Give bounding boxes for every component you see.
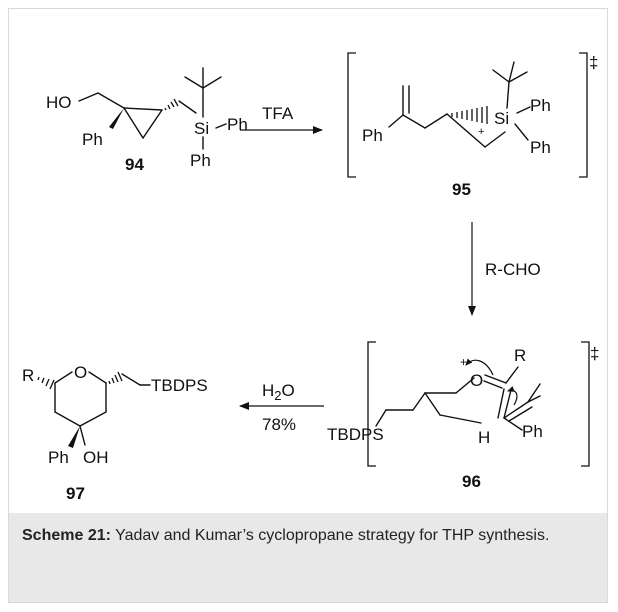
arrow-step2: R-CHO xyxy=(468,222,541,316)
c95-si-ph1: Ph xyxy=(530,96,551,115)
c94-phenyl: Ph xyxy=(82,130,103,149)
compound-number-94: 94 xyxy=(125,155,144,174)
c95-si-ph2: Ph xyxy=(530,138,551,157)
c95-phenyl: Ph xyxy=(362,126,383,145)
c97-hydroxyl: OH xyxy=(83,448,109,467)
compound-number-96: 96 xyxy=(462,472,481,491)
c97-phenyl: Ph xyxy=(48,448,69,467)
c94-si-ph2: Ph xyxy=(190,151,211,170)
compound-96: ‡ TBDPS + O R Ph H 96 xyxy=(327,341,599,491)
c96-oxygen: O xyxy=(470,371,483,390)
ts-mark-96: ‡ xyxy=(590,344,599,363)
c94-si-ph1: Ph xyxy=(227,115,248,134)
caption-text: Yadav and Kumar’s cyclopropane strategy … xyxy=(110,527,550,544)
c95-charge: + xyxy=(478,126,484,138)
reagent-tfa: TFA xyxy=(262,104,294,123)
step3-yield: 78% xyxy=(262,415,296,434)
compound-97: R O TBDPS Ph OH 97 xyxy=(22,363,208,503)
c96-r: R xyxy=(514,346,526,365)
compound-number-95: 95 xyxy=(452,180,471,199)
c95-silicon: Si xyxy=(494,109,509,128)
arrow-step1: TFA xyxy=(240,104,323,134)
scheme-frame xyxy=(8,8,608,603)
c96-charge: + xyxy=(460,355,467,369)
c96-phenyl: Ph xyxy=(522,422,543,441)
compound-94: HO Ph Si Ph Ph 94 xyxy=(46,67,248,174)
reagent-rcho: R-CHO xyxy=(485,260,541,279)
reagent-water: H2O xyxy=(262,381,295,403)
compound-95: ‡ Ph + Si Ph Ph 95 xyxy=(347,52,598,199)
c97-tbdps: TBDPS xyxy=(151,376,208,395)
arrow-step3: H2O 78% xyxy=(239,381,324,434)
c96-tbdps: TBDPS xyxy=(327,425,384,444)
c94-silicon: Si xyxy=(194,119,209,138)
c94-hydroxyl: HO xyxy=(46,93,72,112)
c97-r: R xyxy=(22,366,34,385)
caption-label: Scheme 21: xyxy=(22,527,111,544)
c96-hydrogen: H xyxy=(478,428,490,447)
ts-mark-95: ‡ xyxy=(589,53,598,72)
scheme-caption: Scheme 21: Yadav and Kumar’s cyclopropan… xyxy=(22,524,592,547)
caption-box xyxy=(9,513,607,602)
compound-number-97: 97 xyxy=(66,484,85,503)
c97-oxygen: O xyxy=(74,363,87,382)
